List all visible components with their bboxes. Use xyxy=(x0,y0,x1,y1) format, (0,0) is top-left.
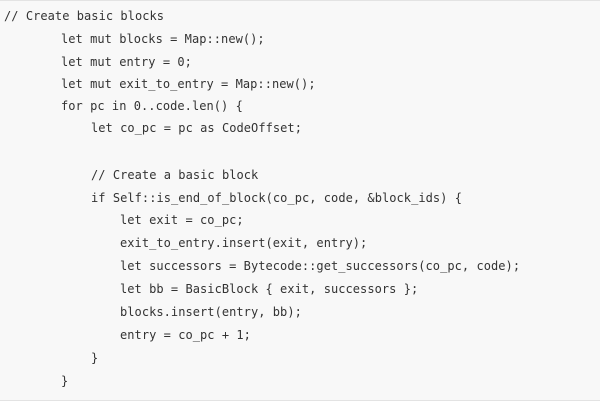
code-line-entry-update: entry = co_pc + 1; xyxy=(120,328,251,342)
code-line-blocks-decl: let mut blocks = Map::new(); xyxy=(61,32,265,46)
code-line-for-loop: for pc in 0..code.len() { xyxy=(61,99,243,113)
code-line-exit-decl: let exit = co_pc; xyxy=(120,213,244,227)
code-line-for-close-brace: } xyxy=(61,374,69,388)
code-line-exit-to-entry-decl: let mut exit_to_entry = Map::new(); xyxy=(61,77,316,91)
code-line-entry-decl: let mut entry = 0; xyxy=(61,55,192,69)
code-line-insert-exit-entry: exit_to_entry.insert(exit, entry); xyxy=(120,236,368,250)
code-line-basic-block-decl: let bb = BasicBlock { exit, successors }… xyxy=(120,282,419,296)
code-line-if-end-of-block: if Self::is_end_of_block(co_pc, code, &b… xyxy=(91,191,463,205)
code-line-if-close-brace: } xyxy=(91,351,99,365)
code-line-successors-decl: let successors = Bytecode::get_successor… xyxy=(120,259,521,273)
code-line-blocks-insert: blocks.insert(entry, bb); xyxy=(120,305,302,319)
comment-create-basic-blocks: // Create basic blocks xyxy=(4,9,165,23)
code-line-co-pc-decl: let co_pc = pc as CodeOffset; xyxy=(91,121,302,135)
comment-create-basic-block: // Create a basic block xyxy=(91,168,259,182)
